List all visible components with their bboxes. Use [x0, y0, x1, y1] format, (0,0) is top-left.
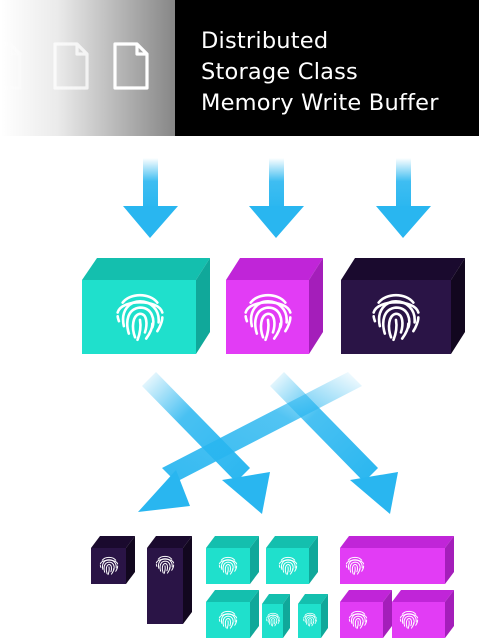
magenta-block — [226, 258, 323, 354]
banner-title-line: Distributed — [201, 28, 329, 54]
arrow-down-icon — [123, 158, 178, 238]
small-block — [266, 536, 318, 584]
tall-block — [147, 536, 192, 624]
small-block — [91, 536, 135, 584]
small-block — [206, 590, 259, 638]
small-block — [206, 536, 259, 584]
teal-block — [82, 258, 210, 354]
small-block — [298, 594, 328, 638]
arrow-down-icon — [376, 158, 431, 238]
arrow-diagonal-icon — [138, 372, 362, 512]
navy-block — [341, 258, 465, 354]
banner-title-line: Memory Write Buffer — [201, 90, 439, 116]
banner-title: Distributed Storage Class Memory Write B… — [201, 26, 471, 119]
title-banner — [0, 0, 479, 136]
wide-block — [340, 536, 454, 584]
small-block — [262, 594, 290, 638]
arrow-down-icon — [249, 158, 304, 238]
banner-title-line: Storage Class — [201, 59, 358, 85]
small-block — [340, 590, 392, 638]
small-block — [392, 590, 454, 638]
